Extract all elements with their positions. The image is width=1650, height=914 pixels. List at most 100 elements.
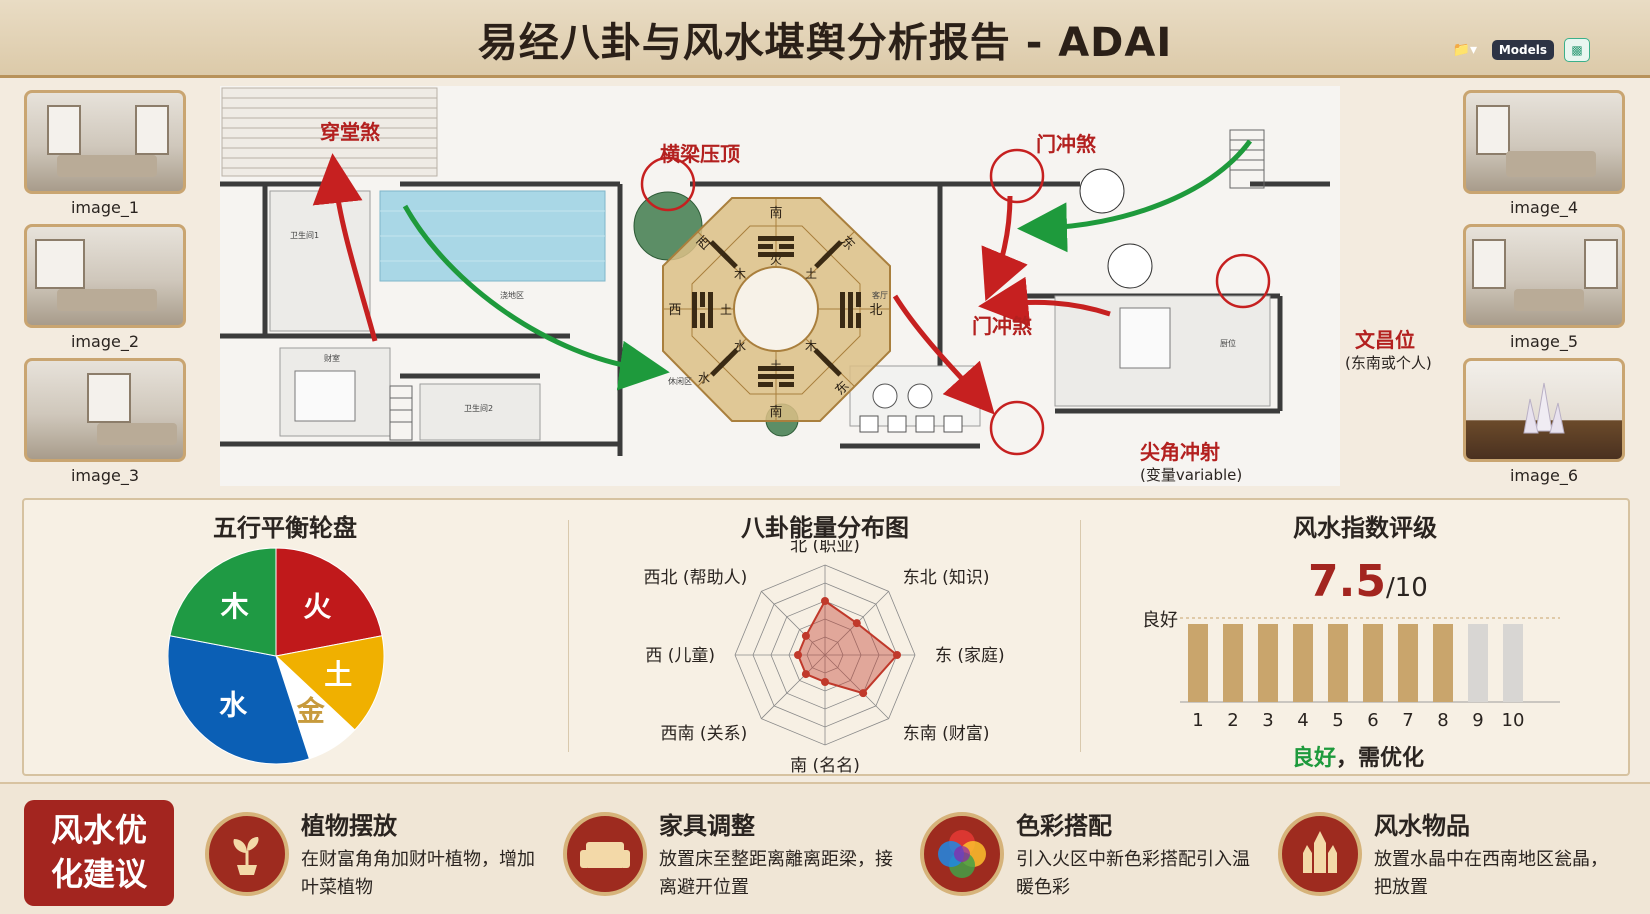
radar-axis-label: 东北 (知识) — [903, 568, 990, 588]
bathroom-2 — [419, 383, 541, 441]
thumbnail-caption: image_3 — [70, 466, 139, 485]
rating-bar — [1258, 624, 1278, 702]
rating-bar — [1503, 624, 1523, 702]
radar-point — [893, 651, 901, 659]
wenchang-sub-label: (东南或个人) — [1345, 354, 1432, 372]
advice-item-plants[interactable]: 植物摆放 在财富角角加财叶植物，增加叶菜植物 — [205, 806, 545, 906]
advice-title: 风水物品 — [1374, 812, 1470, 840]
interior-photo — [1463, 90, 1625, 194]
score-value: 7.5 — [1308, 556, 1386, 607]
radar-axis-label: 东 (家庭) — [935, 646, 1005, 666]
pie-slice-label: 木 — [220, 590, 249, 623]
rating-tick-label: 4 — [1297, 710, 1308, 731]
crystal-icon — [1278, 812, 1362, 896]
stairs — [389, 129, 1265, 441]
pie-slice-label: 土 — [324, 658, 352, 691]
advice-desc: 在财富角角加财叶植物，增加叶菜植物 — [301, 849, 535, 898]
radar-axis-label: 西 (儿童) — [645, 646, 715, 666]
rating-tick-label: 1 — [1192, 710, 1203, 731]
room-labels: 卫生间1 浇地区 财室 卫生间2 厨位 休闲区 客厅 — [290, 230, 1236, 413]
pie-slice-label: 金 — [296, 695, 326, 728]
rating-bar — [1468, 624, 1488, 702]
bagua-dir-west: 西 — [668, 303, 681, 318]
bagua-element: 水 — [698, 371, 710, 385]
bagua-element: 木 — [734, 267, 746, 281]
pie-slice-label: 火 — [303, 590, 331, 623]
room-label: 厨位 — [1220, 338, 1236, 348]
page-title: 易经八卦与风水堪舆分析报告 - ADAI — [477, 20, 1173, 66]
thumbnail-caption: image_2 — [70, 332, 139, 351]
thumbnail-image-1[interactable]: image_1 — [24, 90, 186, 217]
save-icon[interactable]: ▩ — [1564, 38, 1590, 62]
rating-tick-label: 8 — [1437, 710, 1448, 731]
thumbnail-image-5[interactable]: image_5 — [1463, 224, 1625, 351]
rating-tick-label: 3 — [1262, 710, 1273, 731]
bagua-element: 木 — [805, 339, 817, 353]
pie-slice — [169, 547, 277, 657]
room-label: 财室 — [324, 353, 340, 363]
advice-title: 色彩搭配 — [1016, 812, 1112, 840]
jianjiao-sub-label: (变量variable) — [1140, 466, 1243, 484]
bagua-dir-north-right: 北 — [869, 303, 882, 318]
bagua-octagon: 南 东 北 西 南 西 东 火 土 木 土 水 木 水 土 — [662, 197, 891, 422]
verdict-rest: ，需优化 — [1336, 746, 1425, 771]
advice-desc: 放置床至整距离離离距梁，接离避开位置 — [659, 849, 893, 898]
thumbnail-caption: image_4 — [1509, 198, 1578, 217]
color-wheel-icon — [920, 812, 1004, 896]
advice-item-objects[interactable]: 风水物品 放置水晶中在西南地区瓮晶，把放置 — [1278, 806, 1618, 906]
hengliang-label: 横梁压顶 — [660, 142, 740, 166]
chuantang-label: 穿堂煞 — [320, 120, 380, 144]
rating-bar — [1188, 624, 1208, 702]
pie-slice — [274, 635, 385, 731]
rating-title: 风水指数评级 — [1293, 514, 1437, 542]
room-label: 浇地区 — [500, 290, 524, 300]
bagua-element-labels: 火 土 木 土 水 木 水 土 — [698, 253, 817, 385]
radar-point — [801, 670, 810, 679]
thumbnail-image-3[interactable]: image_3 — [24, 358, 186, 485]
radar-title: 八卦能量分布图 — [741, 514, 909, 542]
room-label: 卫生间1 — [290, 230, 319, 240]
folder-icon[interactable]: 📁▾ — [1452, 42, 1478, 58]
thumbnail-caption: image_5 — [1509, 332, 1578, 351]
rating-tick-label: 6 — [1367, 710, 1378, 731]
pie-title: 五行平衡轮盘 — [213, 514, 357, 542]
rating-tick-label: 2 — [1227, 710, 1238, 731]
crystal-photo — [1463, 358, 1625, 462]
bagua-element: 土 — [770, 359, 782, 373]
walls — [220, 181, 1330, 456]
bagua-dir-south-top: 南 — [769, 205, 782, 221]
rating-bar — [1328, 624, 1348, 702]
advice-desc: 放置水晶中在西南地区瓮晶，把放置 — [1374, 849, 1608, 898]
bagua-dir-south-bottom: 南 — [769, 404, 782, 420]
rating-tick-label: 5 — [1332, 710, 1343, 731]
rating-bar — [1433, 624, 1453, 702]
room-label: 卫生间2 — [464, 403, 493, 413]
rating-tick-label: 9 — [1472, 710, 1483, 731]
interior-photo — [24, 90, 186, 194]
radar-point — [821, 597, 829, 605]
pie-slice — [275, 547, 383, 657]
advice-title: 家具调整 — [659, 812, 755, 840]
bagua-element: 土 — [805, 267, 817, 281]
advice-item-colors[interactable]: 色彩搭配 引入火区中新色彩搭配引入温暖色彩 — [920, 806, 1260, 906]
wenchang-label: 文昌位 — [1355, 328, 1415, 352]
models-button[interactable]: Models — [1491, 40, 1554, 60]
thumbnail-image-4[interactable]: image_4 — [1463, 90, 1625, 217]
bagua-element: 火 — [770, 253, 782, 267]
header-bar: 易经八卦与风水堪舆分析报告 - ADAI 📁▾ Models ▩ — [0, 0, 1650, 78]
radar-axis-label: 西南 (关系) — [661, 724, 748, 744]
radar-point — [794, 651, 802, 659]
radar-axis-line — [824, 654, 889, 719]
rating-tick-label: 10 — [1502, 710, 1525, 731]
rating-bar — [1363, 624, 1383, 702]
bagua-element: 水 — [734, 339, 746, 353]
advice-item-furniture[interactable]: 家具调整 放置床至整距离離离距梁，接离避开位置 — [563, 806, 903, 906]
advice-desc: 引入火区中新色彩搭配引入温暖色彩 — [1016, 849, 1250, 898]
radar-point — [859, 689, 868, 698]
thumbnail-image-2[interactable]: image_2 — [24, 224, 186, 351]
radar-axis-label: 东南 (财富) — [903, 724, 990, 744]
sofa-icon — [563, 812, 647, 896]
thumbnail-image-6[interactable]: image_6 — [1463, 358, 1625, 485]
